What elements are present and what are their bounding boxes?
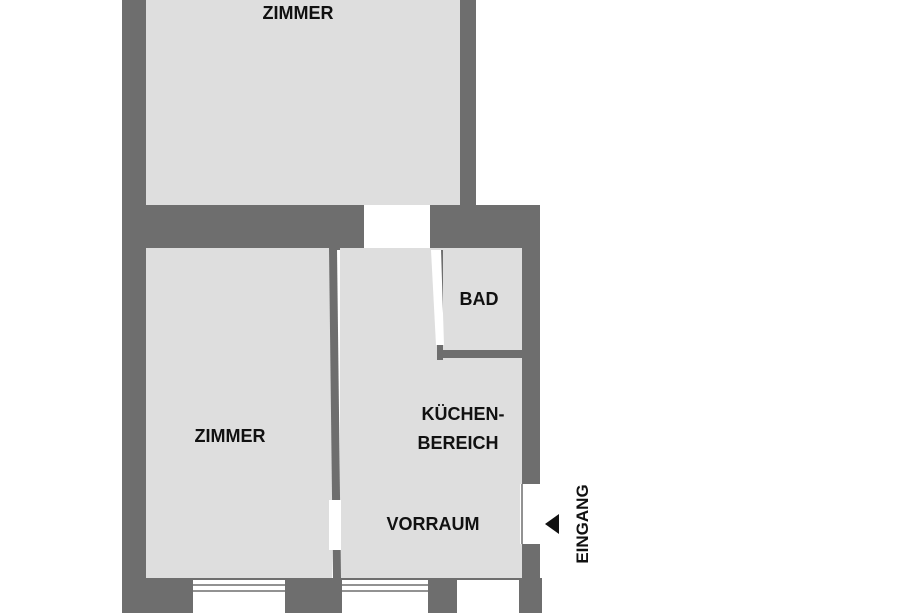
partition-left-hall (329, 248, 341, 578)
middle-wall (122, 205, 540, 250)
entrance-door-opening (520, 484, 540, 544)
east-wall (520, 205, 540, 613)
bath-floor (441, 250, 521, 350)
walls (122, 0, 542, 613)
top-room-floor (146, 0, 460, 205)
room-label-bad: BAD (460, 289, 499, 309)
room-label-top-zimmer: ZIMMER (263, 3, 334, 23)
window-corner (457, 580, 519, 613)
top-room-east-wall (460, 0, 476, 210)
room-label-kuechen-line2: BEREICH (417, 433, 498, 453)
room-label-left-zimmer: ZIMMER (195, 426, 266, 446)
door-opening-bath (431, 250, 444, 345)
left-room-floor (146, 248, 332, 578)
window-hall (342, 580, 428, 613)
room-label-kuechen-line1: KÜCHEN- (422, 404, 505, 424)
west-wall (122, 0, 146, 613)
openings (329, 205, 540, 550)
arrow-left-icon (545, 514, 559, 534)
window-left-room (193, 580, 285, 613)
partition-bath-south (437, 350, 524, 358)
windows (193, 580, 519, 613)
door-opening-top-room (364, 205, 430, 248)
door-opening-left-room (329, 500, 341, 550)
floors (146, 0, 522, 578)
room-label-vorraum: VORRAUM (387, 514, 480, 534)
entrance-label: EINGANG (573, 484, 592, 563)
